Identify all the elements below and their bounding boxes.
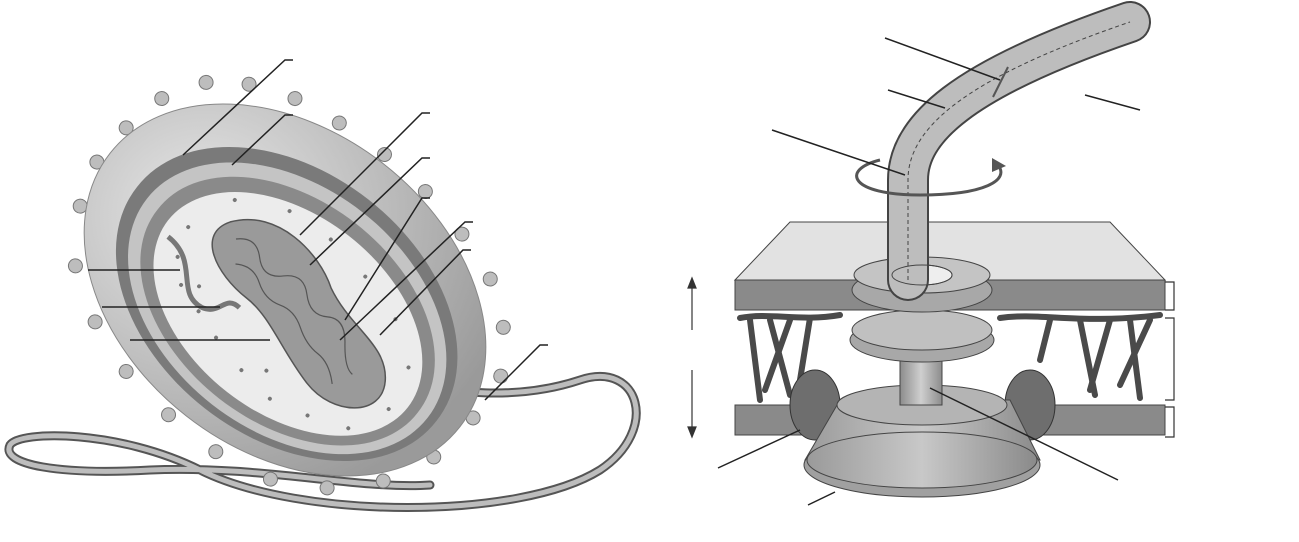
layer-brackets bbox=[1165, 281, 1175, 438]
p-ring-top bbox=[851, 309, 993, 351]
nucleoid bbox=[211, 218, 386, 409]
pili bbox=[67, 74, 511, 496]
peptidoglycan bbox=[737, 312, 1163, 403]
mesosome bbox=[166, 234, 242, 312]
bacterial-cell bbox=[4, 59, 641, 512]
ribosomes bbox=[175, 197, 411, 431]
l-ring-hole-outline bbox=[891, 264, 953, 286]
leader-lines-right bbox=[717, 37, 1141, 506]
c-ring-top bbox=[806, 431, 1038, 489]
dna-strands bbox=[235, 238, 353, 385]
flagellar-motor bbox=[687, 1, 1175, 506]
hook-boundary bbox=[992, 66, 1009, 98]
rotation-arrow-icon bbox=[855, 158, 1003, 197]
leader-lines-left bbox=[88, 59, 548, 401]
flagellum-highlight bbox=[6, 374, 639, 510]
filament-core bbox=[907, 21, 1131, 280]
height-arrow-icon bbox=[687, 276, 697, 439]
rotation-arrowhead-icon bbox=[992, 158, 1006, 172]
